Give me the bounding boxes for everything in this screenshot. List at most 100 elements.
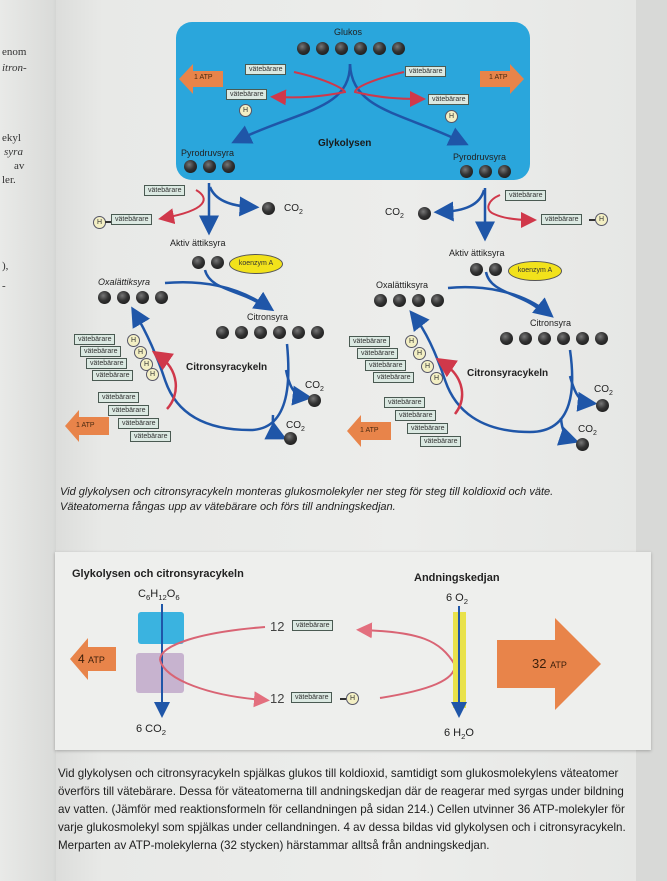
figure-caption-bottom-line: varje glukosmolekyl som spjälkas under c… [58,821,626,834]
carbon-atom [596,399,609,412]
carbon-atom [393,294,406,307]
atp-arrow-right-cycle [347,415,391,447]
carbon-atom [335,42,348,55]
carbon-atom [538,332,551,345]
left-page-text: enom [2,46,27,58]
hydrogen-carrier-empty: vätebärare [292,620,334,631]
carbon-atom [418,207,431,220]
carbon-atom [412,294,425,307]
carbon-atom [431,294,444,307]
atp-count: 4 [78,652,85,666]
atp-unit: ATP [88,655,105,665]
figure-caption-top-line: Vid glykolysen och citronsyracykeln mont… [60,486,554,498]
cycle-left-co2-2 [264,414,287,440]
co2-label: CO2 [284,203,303,216]
carbon-atom [211,256,224,269]
carbon-atom [273,326,286,339]
atp-count: 32 [532,656,547,671]
hydrogen-atom: H [445,110,458,123]
bond [589,219,595,221]
hydrogen-carrier-loaded: vätebärare [373,372,415,383]
carrier-count-empty: 12 [270,619,285,634]
chain-loop-top [356,622,456,666]
carbon-atom [222,160,235,173]
hydrogen-carrier-empty: vätebärare [144,185,186,196]
carbon-atom [479,165,492,178]
left-page-text: ekyl [2,132,21,144]
hydrogen-carrier-loaded: vätebärare [111,214,153,225]
carbon-atom [392,42,405,55]
carbon-atom [308,394,321,407]
link-co2-left [208,186,260,217]
carbon-atom [192,256,205,269]
hydrogen-carrier-empty: vätebärare [245,64,287,75]
figure-caption-bottom-line: överförs till vätebärare. Dessa för väte… [58,785,624,798]
cycle-left-loop [131,306,290,432]
carbon-atom [576,438,589,451]
carbon-atom [292,326,305,339]
hydrogen-atom: H [595,213,608,226]
atp-arrow-left-cycle [65,410,109,442]
cycle-left-carrier [151,350,178,410]
carbon-atom [98,291,111,304]
carbon-atom [576,332,589,345]
carbon-atom [519,332,532,345]
figure-caption-bottom-line: Vid glykolysen och citronsyracykeln spjä… [58,767,619,780]
carbon-atom [284,432,297,445]
glycolysis-flow-right [348,63,469,146]
atp-unit: ATP [550,660,567,670]
left-page-text: - [2,280,6,292]
acetic-acid-label: Aktiv ättiksyra [170,238,226,248]
carbon-atom [557,332,570,345]
hydrogen-carrier-loaded: vätebärare [541,214,583,225]
link-carrier-left [158,189,205,225]
hydrogen-carrier-empty: vätebärare [130,431,172,442]
hydrogen-carrier-loaded: vätebärare [80,346,122,357]
hydrogen-atom: H [140,358,153,371]
hydrogen-atom: H [413,347,426,360]
hydrogen-carrier-empty: vätebärare [108,405,150,416]
hydrogen-atom: H [146,368,159,381]
hydrogen-carrier-loaded: vätebärare [226,89,268,100]
hydrogen-carrier-empty: vätebärare [505,190,547,201]
co2-label: CO2 [305,380,324,393]
citric-cycle-title: Citronsyracykeln [186,362,268,373]
atp-arrow-4 [70,638,116,680]
hydrogen-carrier-loaded: vätebärare [291,692,333,703]
carrier-count-loaded: 12 [270,691,285,706]
hydrogen-carrier-empty: vätebärare [420,436,462,447]
citrate-label: Citronsyra [247,312,289,322]
hydrogen-carrier-empty: vätebärare [405,66,447,77]
carbon-atom [373,42,386,55]
carbon-atom [235,326,248,339]
carbon-atom [498,165,511,178]
hydrogen-carrier-empty: vätebärare [98,392,140,403]
cycle-right-entry-2 [484,271,541,311]
cycle-left-entry-2 [203,269,263,307]
link-co2-right [433,189,486,222]
hydrogen-atom: H [134,346,147,359]
carbon-atom [311,326,324,339]
o2-input: 6 O2 [446,592,469,607]
hydrogen-carrier-empty: vätebärare [395,410,437,421]
left-page-text: av [14,160,25,172]
atp-arrow-32 [497,618,601,710]
cycle-left-co2-1 [284,369,313,406]
bond [105,221,111,223]
bond [340,698,346,700]
carbon-atom [470,263,483,276]
co2-label: CO2 [594,384,613,397]
left-page-text: ), [2,260,9,272]
hydrogen-atom: H [127,334,140,347]
glycolysis-carrier-left [270,71,347,106]
atp-4-label: 4 ATP [78,652,105,666]
carbon-atom [155,291,168,304]
hydrogen-carrier-loaded: vätebärare [86,358,128,369]
hydrogen-carrier-empty: vätebärare [407,423,449,434]
atp-arrow-right-glycolysis [480,64,524,94]
glycolysis-panel [176,22,530,180]
hydrogen-atom: H [239,104,252,117]
hydrogen-carrier-loaded: vätebärare [349,336,391,347]
carbon-atom [595,332,608,345]
